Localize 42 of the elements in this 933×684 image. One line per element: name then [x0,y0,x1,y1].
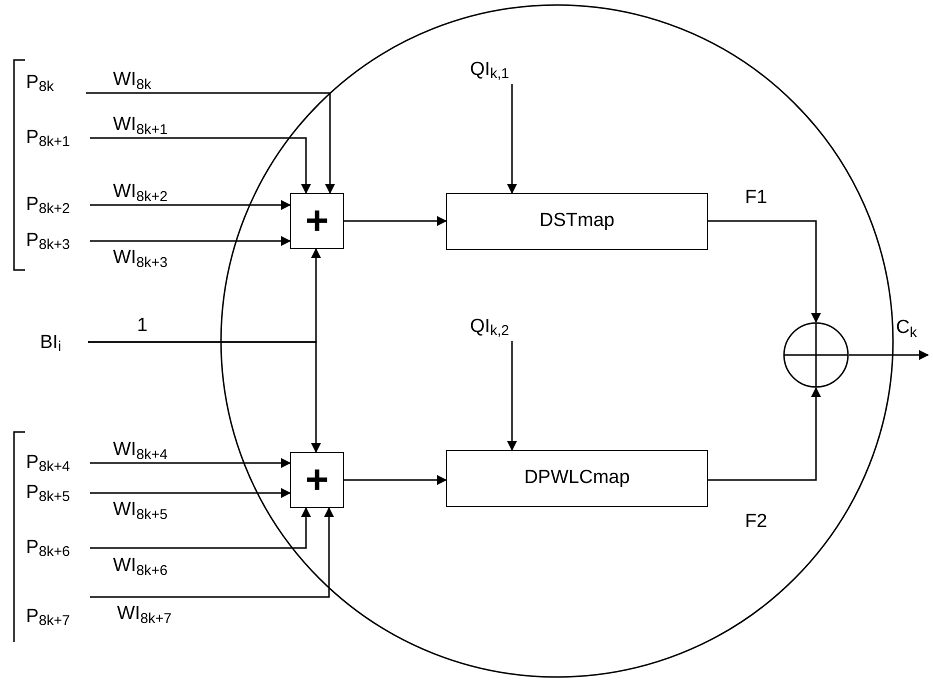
signal-label: P$_{8k+7}$ [26,604,90,630]
edge-label: WI$_{8k+3}$ [112,248,169,267]
edge-label: WI$_{8k+6}$ [112,556,169,575]
arrow [90,236,291,246]
adder-box: + [290,193,344,249]
signal-label: P$_{8k+6}$ [26,535,90,561]
signal-label: P$_{8k+5}$ [26,480,90,506]
arrow [90,507,334,598]
edge-label: WI$_{8k+1}$ [112,115,169,134]
signal-label: QI$_{k,2}$ [470,313,554,341]
arrow [90,137,311,194]
adder-box: + [290,452,344,508]
arrow [849,350,929,360]
edge-label: C$_{k}$ [895,318,918,337]
edge-label: WI$_{8k}$ [112,70,152,89]
arrow [90,488,291,498]
arrow [90,458,291,468]
arrow [86,92,335,194]
signal-label: BI$_{i}$ [40,330,88,356]
process-box: DSTmap [446,193,708,250]
edge-label: WI$_{8k+2}$ [112,182,169,201]
enclosing-circle [220,4,894,678]
signal-label: P$_{8k+1}$ [26,125,90,151]
signal-label: P$_{8k+2}$ [26,192,90,218]
signal-label: P$_{8k+3}$ [26,228,90,254]
arrow [90,507,311,549]
arrow [708,220,821,323]
arrow [708,387,821,481]
edge-label: WI$_{8k+4}$ [112,440,169,459]
edge-label: WI$_{8k+7}$ [116,604,173,623]
arrow [90,200,291,210]
signal-label: P$_{8k+4}$ [26,450,90,476]
arrow [344,216,447,226]
arrow [507,341,517,451]
process-box: DPWLCmap [446,450,708,507]
summing-junction [783,322,849,388]
arrow [88,341,321,453]
edge-label: WI$_{8k+5}$ [112,500,169,519]
signal-label: QI$_{k,1}$ [470,56,554,84]
signal-label: P$_{8k}$ [26,70,86,96]
arrow [507,84,517,194]
arrow [344,475,447,485]
